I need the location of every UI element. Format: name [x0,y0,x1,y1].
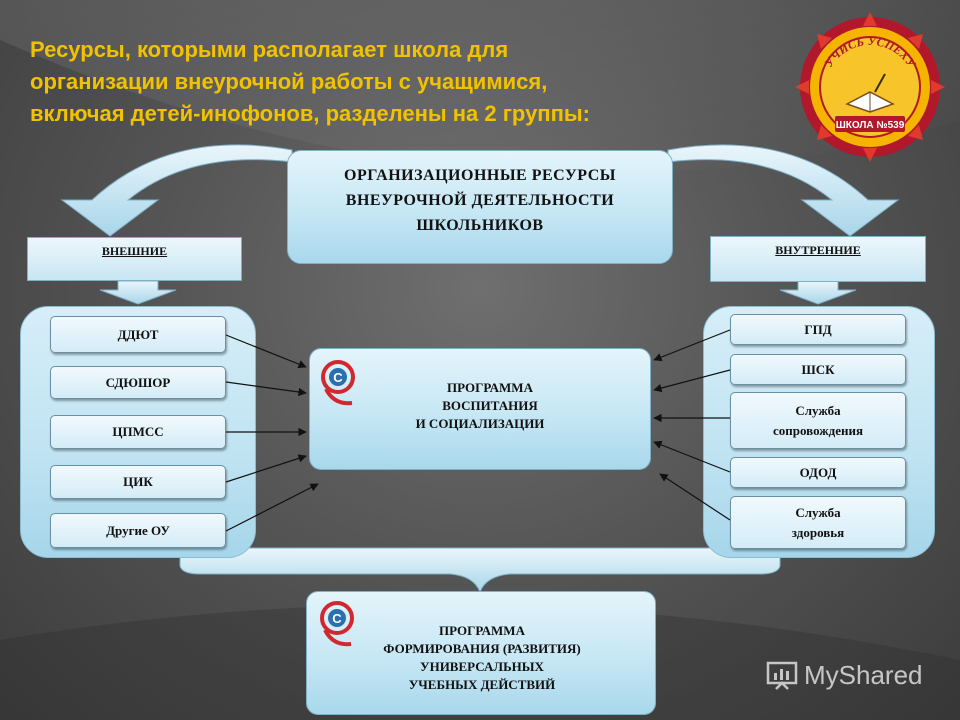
internal-item: ОДОД [730,457,906,488]
uud-line: ПРОГРАММА [439,623,525,638]
external-item: ДДЮТ [50,316,226,353]
internal-item-label: здоровья [791,524,845,540]
program-line: ВОСПИТАНИЯ [442,398,538,413]
internal-item-label: Служба [795,402,841,418]
svg-text:С: С [333,370,343,385]
uud-line: ФОРМИРОВАНИЯ (РАЗВИТИЯ) [383,641,581,656]
uud-logo-icon: С [320,601,354,647]
external-label: ВНЕШНИЕ [27,237,242,281]
watermark-text: MyShared [804,659,923,690]
title-line: Ресурсы, которыми располагает школа для [30,37,509,62]
internal-item: Служба здоровья [730,496,906,549]
program-logo-icon: С [321,360,355,406]
slide-title: Ресурсы, которыми располагает школа для … [30,34,730,130]
uud-text: ПРОГРАММА ФОРМИРОВАНИЯ (РАЗВИТИЯ) УНИВЕР… [347,622,617,694]
program-line: И СОЦИАЛИЗАЦИИ [415,416,545,431]
uud-line: УЧЕБНЫХ ДЕЙСТВИЙ [408,677,556,692]
external-item: ЦИК [50,465,226,499]
internal-item: Служба сопровождения [730,392,906,449]
uud-program-box: С ПРОГРАММА ФОРМИРОВАНИЯ (РАЗВИТИЯ) УНИВ… [306,591,656,715]
external-item: Другие ОУ [50,513,226,548]
internal-item: ГПД [730,314,906,345]
internal-item-label: Служба [795,504,841,520]
left-curved-arrow [60,144,293,237]
internal-item-label: ГПД [804,321,832,337]
svg-text:С: С [332,611,342,626]
external-item: ЦПМСС [50,415,226,449]
internal-item-label: ШСК [801,361,835,377]
internal-item-label: ОДОД [799,464,837,480]
organizational-resources-box: ОРГАНИЗАЦИОННЫЕ РЕСУРСЫ ВНЕУРОЧНОЙ ДЕЯТЕ… [287,150,673,264]
org-box-line: ОРГАНИЗАЦИОННЫЕ РЕСУРСЫ [344,167,616,184]
program-line: ПРОГРАММА [447,380,533,395]
myshared-watermark: MyShared [766,654,923,696]
presentation-icon [766,661,798,690]
external-item: СДЮШОР [50,366,226,399]
upbringing-program-box: С ПРОГРАММА ВОСПИТАНИЯ И СОЦИАЛИЗАЦИИ [309,348,651,470]
org-box-line: ШКОЛЬНИКОВ [416,217,544,234]
program-text: ПРОГРАММА ВОСПИТАНИЯ И СОЦИАЛИЗАЦИИ [380,379,600,433]
title-line: включая детей-инофонов, разделены на 2 г… [30,101,590,126]
uud-line: УНИВЕРСАЛЬНЫХ [420,659,544,674]
internal-item-label: сопровождения [772,422,864,438]
right-down-arrow [779,280,857,305]
internal-item: ШСК [730,354,906,385]
title-line: организации внеурочной работы с учащимис… [30,69,548,94]
school-seal-logo: УЧИСЬ УСПЕХУ ШКОЛА №539 [795,12,945,162]
internal-label: ВНУТРЕННИЕ [710,236,926,282]
left-down-arrow [99,280,177,305]
seal-bottom-text: ШКОЛА №539 [836,120,905,131]
bottom-bracket [179,547,781,594]
org-box-line: ВНЕУРОЧНОЙ ДЕЯТЕЛЬНОСТИ [345,192,615,209]
